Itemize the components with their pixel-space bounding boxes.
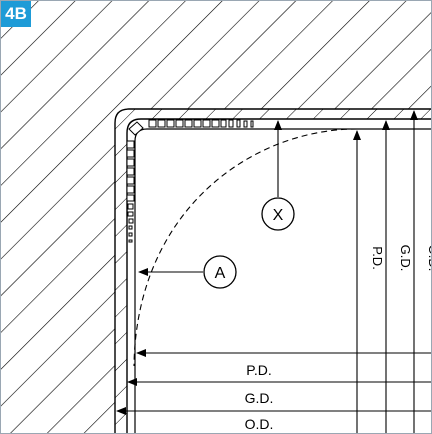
callout-x-circle (261, 197, 295, 231)
seal-outer-edge (126, 118, 431, 433)
dashed-pitch-arc (133, 128, 358, 367)
pd-vertical-label: P.D. (370, 246, 385, 270)
callout-a-label: A (215, 265, 226, 282)
spring-coils-left (126, 140, 135, 243)
housing-bore-edge (114, 108, 431, 433)
gd-horizontal-label: G.D. (245, 390, 274, 406)
figure-badge: 4B (1, 1, 31, 27)
spring-corner (128, 121, 144, 136)
pd-horizontal-label: P.D. (246, 362, 271, 378)
od-vertical-label: O.D. (426, 245, 432, 272)
gd-vertical-label: G.D. (398, 245, 413, 272)
callout-x-label: X (273, 207, 284, 224)
od-horizontal-label: O.D. (245, 416, 274, 432)
spring-coils-top (148, 119, 254, 128)
callout-a-circle (203, 255, 237, 289)
